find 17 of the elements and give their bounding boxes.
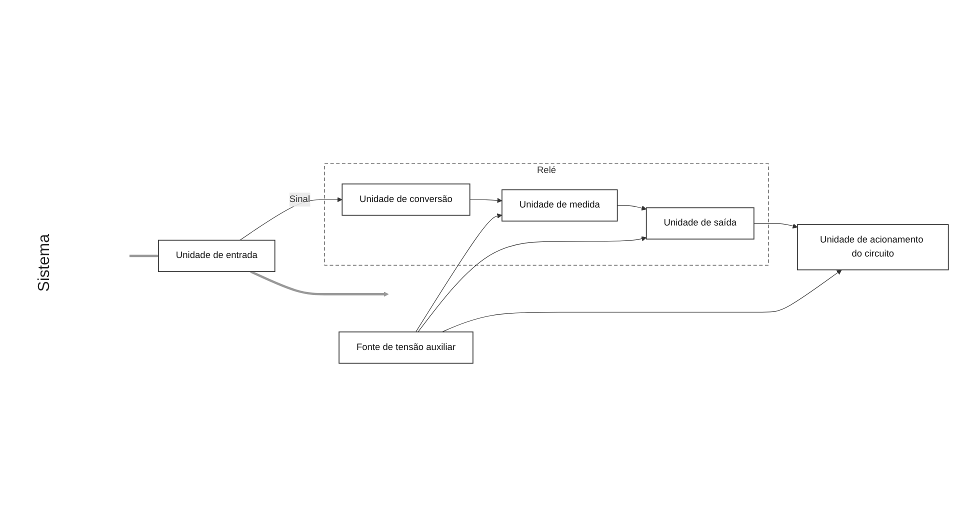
node-box: Unidade de entrada — [158, 239, 276, 272]
connector — [129, 254, 158, 257]
arrow — [418, 236, 647, 332]
arrow — [617, 204, 647, 210]
node-box: Unidade de acionamento do circuito — [797, 224, 949, 270]
arrow — [250, 270, 389, 296]
node-box: Unidade de medida — [502, 188, 618, 222]
edge-label: Sinal — [289, 194, 310, 204]
arrow — [416, 212, 502, 332]
arrow — [442, 269, 842, 332]
arrow — [754, 222, 798, 228]
node-box: Fonte de tensão auxiliar — [338, 331, 474, 364]
node-box: Unidade de saída — [646, 206, 754, 240]
axis-label: Sistema — [36, 234, 54, 292]
arrow — [470, 197, 502, 202]
node-box: Unidade de conversão — [342, 183, 470, 216]
arrow — [240, 196, 342, 240]
